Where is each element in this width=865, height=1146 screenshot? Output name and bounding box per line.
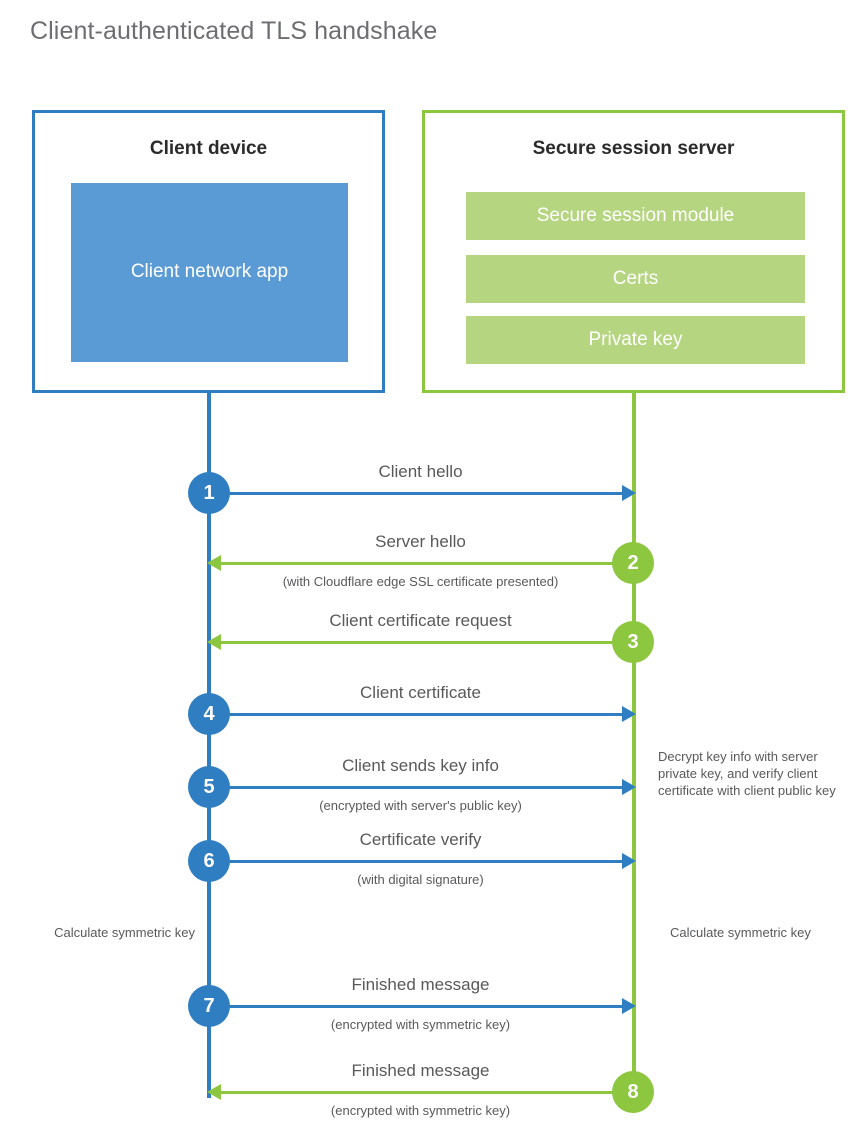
message-sublabel-7: (encrypted with symmetric key) <box>330 1017 511 1032</box>
message-label-3: Client certificate request <box>329 611 512 630</box>
message-sublabel-8: (encrypted with symmetric key) <box>330 1103 511 1118</box>
message-label-4: Client certificate <box>360 683 481 702</box>
arrow-head-3 <box>207 634 221 650</box>
note-server-calculate-symmetric-key: Calculate symmetric key <box>670 925 811 940</box>
step-circle-3[interactable]: 3 <box>612 621 654 663</box>
step-circle-4[interactable]: 4 <box>188 693 230 735</box>
page-title: Client-authenticated TLS handshake <box>30 17 438 45</box>
message-sublabel-5: (encrypted with server's public key) <box>319 798 522 813</box>
step-circle-2[interactable]: 2 <box>612 542 654 584</box>
message-line-4 <box>209 713 622 716</box>
message-label-8: Finished message <box>351 1061 490 1080</box>
secure-session-server-title: Secure session server <box>532 138 735 159</box>
arrow-head-7 <box>622 998 636 1014</box>
arrow-head-5 <box>622 779 636 795</box>
server-bar-certs: Certs <box>466 255 805 303</box>
note-client-calculate-symmetric-key: Calculate symmetric key <box>54 925 195 940</box>
step-circle-5[interactable]: 5 <box>188 766 230 808</box>
client-device-box: Client device Client network app <box>32 110 385 393</box>
message-line-8 <box>221 1091 634 1094</box>
message-label-6: Certificate verify <box>359 830 482 849</box>
step-circle-8[interactable]: 8 <box>612 1071 654 1113</box>
message-label-1: Client hello <box>378 462 463 481</box>
arrow-head-1 <box>622 485 636 501</box>
message-label-5: Client sends key info <box>342 756 499 775</box>
message-label-7: Finished message <box>351 975 490 994</box>
message-line-3 <box>221 641 634 644</box>
secure-session-server-box: Secure session server Secure session mod… <box>422 110 845 393</box>
message-sublabel-6: (with digital signature) <box>357 872 484 887</box>
client-device-title: Client device <box>149 138 268 159</box>
message-line-6 <box>209 860 622 863</box>
step-circle-1[interactable]: 1 <box>188 472 230 514</box>
server-bar-private-key: Private key <box>466 316 805 364</box>
message-sublabel-2: (with Cloudflare edge SSL certificate pr… <box>282 574 559 589</box>
message-line-2 <box>221 562 634 565</box>
server-lifeline <box>632 393 636 1093</box>
step-circle-7[interactable]: 7 <box>188 985 230 1027</box>
note-server-decrypt: Decrypt key info with server private key… <box>658 749 836 799</box>
message-line-5 <box>209 786 622 789</box>
client-lifeline <box>207 393 211 1098</box>
server-bar-secure-session-module: Secure session module <box>466 192 805 240</box>
arrow-head-2 <box>207 555 221 571</box>
step-circle-6[interactable]: 6 <box>188 840 230 882</box>
client-network-app-block: Client network app <box>71 183 348 362</box>
arrow-head-4 <box>622 706 636 722</box>
arrow-head-8 <box>207 1084 221 1100</box>
message-line-1 <box>209 492 622 495</box>
message-label-2: Server hello <box>375 532 466 551</box>
message-line-7 <box>209 1005 622 1008</box>
arrow-head-6 <box>622 853 636 869</box>
